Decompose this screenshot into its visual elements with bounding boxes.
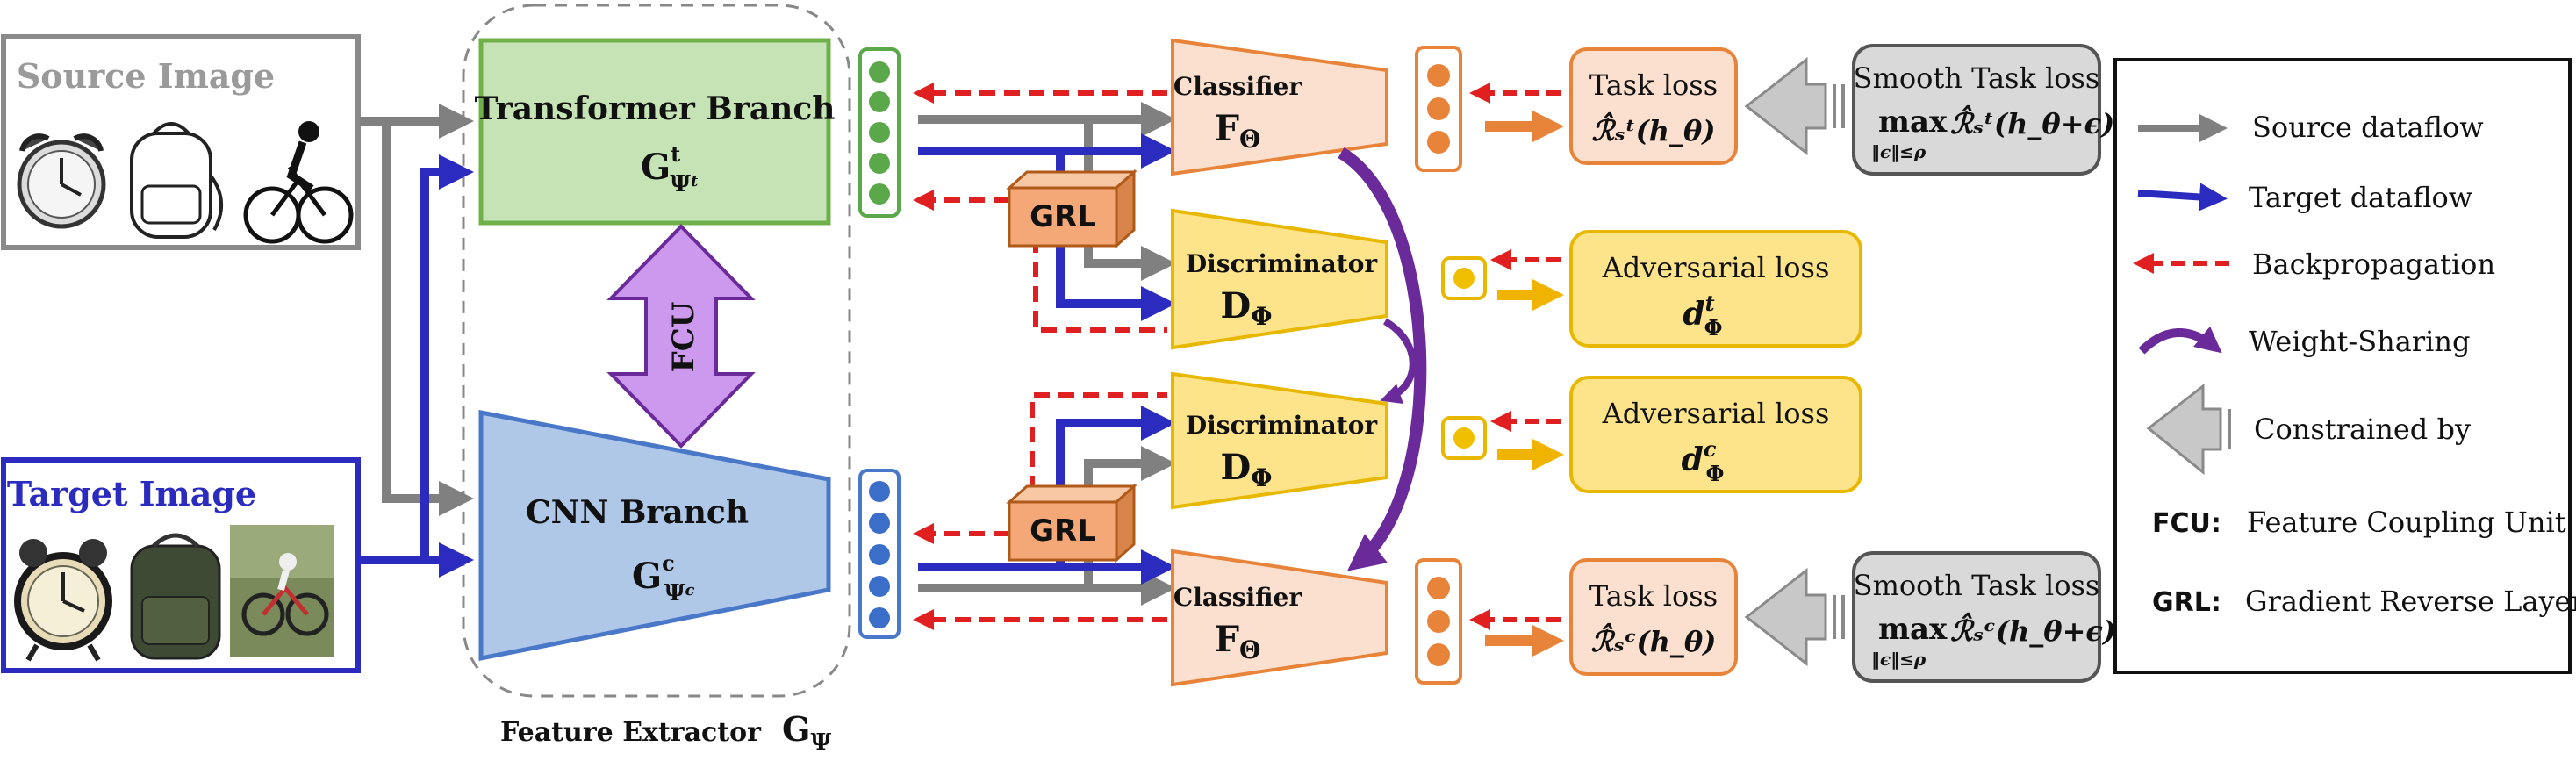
cnn-feature-vector	[858, 469, 901, 639]
loss-backprop	[1469, 83, 1561, 630]
discriminator-bottom-symbol: DΦ	[1220, 447, 1272, 492]
task-loss-top-label: Task loss	[1589, 68, 1718, 102]
classifier-bottom-symbol: FΘ	[1215, 619, 1261, 664]
grl-bottom-label: GRL	[1030, 513, 1096, 549]
task-loss-bottom-formula: ℛ̂ₛᶜ(h_θ)	[1591, 622, 1717, 658]
legend-fcu-key: FCU:	[2152, 508, 2221, 539]
mountain-bike-icon	[230, 525, 334, 657]
discriminator-top: Discriminator DΦ	[1171, 208, 1388, 350]
legend-grl-key: GRL:	[2152, 587, 2221, 618]
task-loss-bottom-label: Task loss	[1589, 579, 1718, 613]
legend-constrained-arrow	[2146, 383, 2231, 476]
smooth-task-loss-top-constraint: ‖ϵ‖≤ρ	[1871, 141, 1927, 162]
target-image-title: Target Image	[7, 474, 256, 513]
grl-top-label: GRL	[1030, 199, 1096, 234]
smooth-task-loss-bottom: Smooth Task loss max ‖ϵ‖≤ρ ℛ̂ₛᶜ(h_θ+ϵ)	[1852, 551, 2116, 683]
backpack-icon	[130, 533, 221, 660]
classifier-top-output	[1415, 46, 1462, 172]
smooth-task-loss-top-formula: ℛ̂ₛᵗ(h_θ+ϵ)	[1950, 104, 2114, 140]
discriminator-bottom-label: Discriminator	[1186, 411, 1378, 440]
smooth-task-loss-bottom-constraint: ‖ϵ‖≤ρ	[1871, 649, 1927, 670]
fcu-label: FCU	[666, 302, 701, 373]
legend-constrained-by: Constrained by	[2254, 413, 2471, 446]
transformer-branch-label: Transformer Branch	[475, 90, 836, 127]
discriminator-top-label: Discriminator	[1186, 249, 1378, 278]
discriminator-top-output	[1441, 256, 1487, 300]
transformer-feature-vector	[858, 47, 901, 218]
alarm-clock-icon	[14, 539, 112, 662]
feature-extractor-boundary	[462, 4, 851, 698]
smooth-task-loss-bottom-max: max	[1878, 612, 1948, 647]
target-dataflow-inputs	[360, 154, 474, 578]
classifier-top-symbol: FΘ	[1215, 108, 1261, 154]
legend-weight-sharing: Weight-Sharing	[2249, 325, 2470, 358]
classifier-top-label: Classifier	[1173, 72, 1302, 101]
bottom-backprop	[913, 392, 1167, 630]
top-source-flow	[918, 102, 1176, 281]
legend-grl-desc: Gradient Reverse Layer	[2245, 585, 2576, 618]
discriminator-bottom: Discriminator DΦ	[1171, 371, 1388, 510]
classifier-bottom: Classifier FΘ	[1171, 549, 1388, 687]
legend-fcu-desc: Feature Coupling Unit	[2247, 506, 2566, 539]
legend-weight-sharing-arrow	[2138, 326, 2222, 355]
fcu-double-arrow: FCU	[606, 224, 756, 449]
source-image-title: Source Image	[17, 56, 275, 96]
source-image-panel: Source Image	[1, 34, 361, 250]
grl-bottom: GRL	[1006, 483, 1137, 563]
source-dataflow-inputs	[360, 104, 474, 516]
constrained-by-arrow-top	[1744, 56, 1845, 156]
task-loss-bottom: Task loss ℛ̂ₛᶜ(h_θ)	[1569, 558, 1738, 676]
task-loss-top: Task loss ℛ̂ₛᵗ(h_θ)	[1569, 47, 1738, 165]
loss-arrows	[1485, 111, 1564, 657]
smooth-task-loss-top: Smooth Task loss max ‖ϵ‖≤ρ ℛ̂ₛᵗ(h_θ+ϵ)	[1852, 44, 2114, 176]
legend-target-dataflow: Target dataflow	[2249, 181, 2472, 214]
backpack-icon	[130, 122, 224, 239]
classifier-bottom-label: Classifier	[1173, 583, 1302, 612]
cyclist-icon	[243, 121, 354, 244]
legend: Source dataflow Target dataflow Backprop…	[2113, 58, 2576, 674]
legend-backpropagation: Backpropagation	[2252, 248, 2495, 281]
smooth-task-loss-top-label: Smooth Task loss	[1854, 61, 2100, 95]
constrained-by-arrow-bottom	[1744, 567, 1845, 667]
smooth-task-loss-top-max: max	[1878, 104, 1948, 140]
smooth-task-loss-bottom-label: Smooth Task loss	[1854, 569, 2100, 602]
grl-top: GRL	[1006, 169, 1137, 249]
alarm-clock-icon	[17, 133, 106, 229]
legend-source-dataflow: Source dataflow	[2252, 111, 2484, 144]
classifier-top: Classifier FΘ	[1171, 38, 1388, 176]
adversarial-loss-top-label: Adversarial loss	[1602, 251, 1830, 284]
classifier-bottom-output	[1415, 558, 1462, 685]
top-backprop	[913, 83, 1167, 333]
cnn-branch-label: CNN Branch	[526, 494, 749, 531]
task-loss-top-formula: ℛ̂ₛᵗ(h_θ)	[1592, 111, 1716, 147]
smooth-task-loss-bottom-formula: ℛ̂ₛᶜ(h_θ+ϵ)	[1950, 612, 2116, 648]
adversarial-loss-bottom-label: Adversarial loss	[1602, 397, 1830, 430]
target-image-panel: Target Image	[1, 457, 361, 673]
weight-sharing-arrows	[1338, 147, 1427, 571]
discriminator-bottom-output	[1441, 416, 1487, 460]
discriminator-top-symbol: DΦ	[1220, 285, 1272, 331]
legend-target-arrow	[2137, 183, 2228, 212]
